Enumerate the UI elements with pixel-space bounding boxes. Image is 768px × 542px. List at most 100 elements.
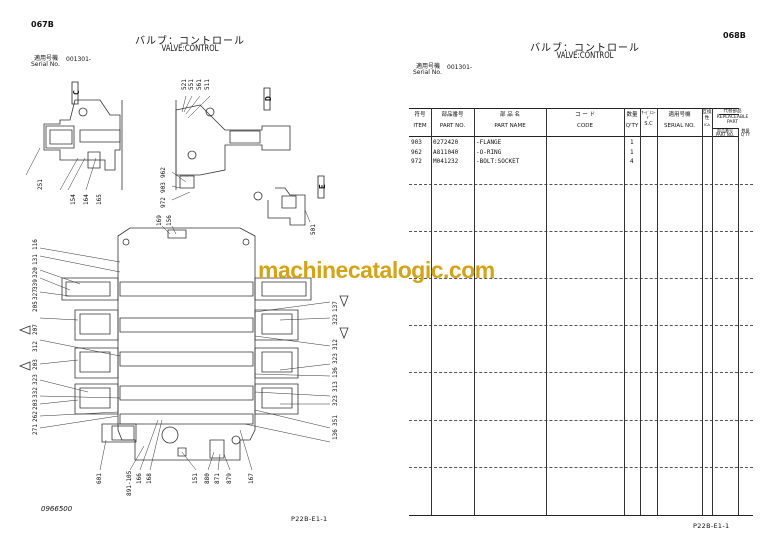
callout: 551 [188, 79, 195, 90]
serial-label-en: Serial No. [413, 69, 442, 76]
callout: 131 [32, 254, 39, 265]
callout: 167 [248, 473, 255, 484]
callout: 137 [332, 301, 339, 312]
col-divider [738, 128, 739, 515]
callout: 312 [32, 341, 39, 352]
callout: 168 [146, 473, 153, 484]
callout: 156 [166, 215, 173, 226]
section-c-label: C [72, 90, 81, 95]
callout: 323 [332, 353, 339, 364]
right-serial-value: 001301- [447, 64, 473, 71]
cell-qty: 1 [630, 149, 634, 156]
right-title-en: VALVE:CONTROL [556, 51, 614, 61]
right-footer-code: P22B-E1-1 [693, 522, 730, 530]
table-top-border [409, 108, 739, 109]
valve-exploded-drawing [0, 60, 384, 480]
section-e-label: E [318, 184, 327, 189]
row-divider [409, 231, 753, 232]
col-divider [640, 108, 641, 515]
table-bottom-border [409, 515, 753, 516]
cell-part-no: 0272420 [433, 139, 459, 146]
right-title-jp: バルブ：コントロール [530, 43, 640, 54]
row-divider [409, 184, 753, 185]
callout: 891-105 [126, 470, 133, 496]
callout: 169 [156, 215, 163, 226]
section-c-marker-icon [72, 82, 78, 104]
cell-qty: 1 [630, 139, 634, 146]
spool-rows [120, 282, 253, 424]
left-serial-block: 適用号機 Serial No. [31, 56, 60, 68]
cell-item: 972 [411, 158, 422, 165]
callout: 323 [332, 314, 339, 325]
callout: 561 [196, 79, 203, 90]
col-divider [702, 108, 703, 515]
left-footer-code: P22B-E1-1 [291, 515, 328, 523]
cell-qty: 4 [630, 158, 634, 165]
callout: 154 [70, 194, 77, 205]
section-d-marker-icon [264, 88, 270, 110]
callout: 501 [310, 224, 317, 235]
row-divider [409, 467, 753, 468]
left-page-code: 067B [31, 20, 54, 29]
replaceable-sub-divider [712, 128, 739, 129]
col-divider [657, 108, 658, 515]
col-divider [546, 108, 547, 515]
callout: 972 [160, 197, 167, 208]
callout: 327 [32, 289, 39, 300]
callout: 320 [32, 267, 39, 278]
table-top-border-ext [719, 114, 739, 115]
callout: 205 [32, 301, 39, 312]
left-serial-value: 001301- [66, 56, 92, 63]
callout: 903 [160, 182, 167, 193]
col-divider [712, 108, 713, 515]
col-divider [474, 108, 475, 515]
callout: 511 [204, 79, 211, 90]
col-divider [624, 108, 625, 515]
cell-part-name: -O-RING [476, 149, 502, 156]
cell-item: 962 [411, 149, 422, 156]
callout: 203 [32, 359, 39, 370]
cell-part-no: A811040 [433, 149, 459, 156]
callout: 521 [181, 79, 188, 90]
callout: 251 [37, 179, 44, 190]
serial-label-en: Serial No. [31, 61, 60, 68]
right-serial-block: 適用号機 Serial No. [413, 64, 442, 76]
cell-part-name: -BOLT:SOCKET [476, 158, 520, 165]
row-divider [409, 420, 753, 421]
callout: 164 [83, 194, 90, 205]
callout: 351 [332, 415, 339, 426]
cell-item: 903 [411, 139, 422, 146]
callout: 262 [32, 411, 39, 422]
cell-part-no: M041232 [433, 158, 459, 165]
callout: 601 [96, 473, 103, 484]
callout: 165 [96, 194, 103, 205]
callout: 313 [332, 381, 339, 392]
callout: 203 [32, 399, 39, 410]
callout: 323 [32, 374, 39, 385]
callout: 151 [192, 473, 199, 484]
callout: 323 [332, 395, 339, 406]
callout: 962 [160, 167, 167, 178]
row-divider [409, 278, 753, 279]
callout: 312 [332, 339, 339, 350]
watermark-text: machinecatalogic.com [258, 257, 495, 283]
section-e-marker-icon [318, 176, 324, 198]
left-title-jp: バルブ：コントロール [135, 36, 245, 47]
callout: 871 [214, 473, 221, 484]
callout: 880 [204, 473, 211, 484]
section-d-label: D [264, 96, 273, 101]
right-page-code: 068B [723, 31, 746, 40]
callout: 136 [332, 367, 339, 378]
row-divider [409, 372, 753, 373]
callout: 271 [32, 424, 39, 435]
